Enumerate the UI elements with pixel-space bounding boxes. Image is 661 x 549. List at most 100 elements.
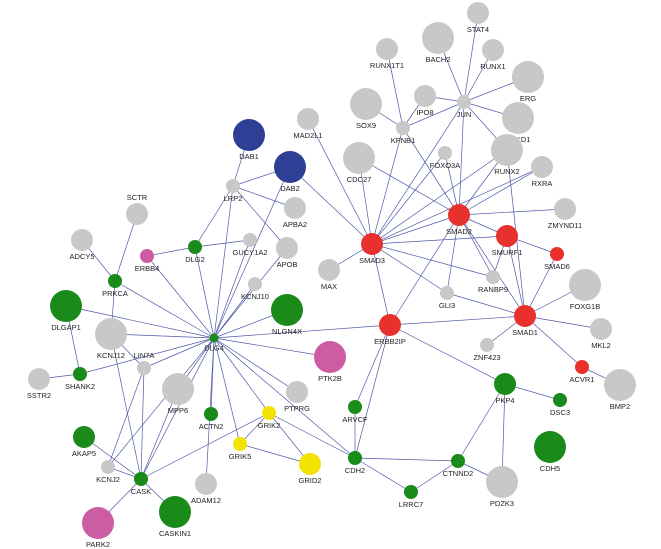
node-label-lrp2: LRP2 [224,194,243,203]
node-smad1: SMAD1 [512,305,538,337]
edge-ctnnd2-cdh2 [354,457,459,462]
node-label-runx1: RUNX1 [480,62,505,71]
node-rxra: RXRA [531,156,553,188]
node-circle-akap5 [73,426,95,448]
node-stat4: STAT4 [467,2,489,34]
node-circle-gli3 [440,286,454,300]
node-label-zmynd11: ZMYND11 [548,221,582,230]
node-circle-dab2 [274,151,306,183]
node-cdh5: CDH5 [534,431,566,473]
node-circle-dlg4 [209,333,219,343]
node-label-actn2: ACTN2 [199,422,224,431]
node-label-prkca: PRKCA [102,289,128,298]
node-label-acvr1: ACVR1 [569,375,594,384]
node-erg: ERG [512,61,544,103]
node-label-grid2: GRID2 [299,476,322,485]
edge-dlg4-dab2 [213,166,291,339]
node-circle-jun [457,95,471,109]
node-dlg2: DLG2 [185,240,205,264]
node-circle-cdh5 [534,431,566,463]
node-label-gli3: GLI3 [439,301,455,310]
edge-erbb2ip-arvcf [354,324,391,408]
edge-erbb2ip-pkp4 [389,324,506,385]
node-label-smad1: SMAD1 [512,328,538,337]
node-label-ctnnd2: CTNND2 [443,469,473,478]
node-label-pkp4: PKP4 [495,396,514,405]
node-adcy5: ADCY5 [69,229,95,261]
edge-dlg4-gucy1a2 [213,239,251,339]
node-pkp4: PKP4 [494,373,516,405]
edge-ctnnd2-lrrc7 [410,460,459,493]
node-sstr2: SSTR2 [27,368,51,400]
node-label-erbb4: ERBB4 [135,264,160,273]
node-circle-arvcf [348,400,362,414]
node-circle-ptprg [286,381,308,403]
node-label-ptprg: PTPRG [284,404,310,413]
node-dab2: DAB2 [274,151,306,193]
edge-dlg4-prkca [114,280,215,339]
node-circle-ranbp9 [486,270,500,284]
edge-jun-smad3 [371,101,465,245]
node-label-lin7a: LIN7A [134,351,155,360]
node-circle-dlgap1 [50,290,82,322]
edge-smad2-gli3 [446,214,460,294]
node-label-grik5: GRIK5 [229,452,252,461]
node-label-park2: PARK2 [86,540,110,549]
node-label-cdh2: CDH2 [345,466,365,475]
node-circle-sctr [126,203,148,225]
node-akap5: AKAP5 [72,426,96,458]
edge-smurf1-smad1 [506,235,526,317]
node-label-mad2l1: MAD2L1 [293,131,322,140]
node-runx1: RUNX1 [480,39,506,71]
node-grik5: GRIK5 [229,437,252,461]
node-circle-foxg1b [569,269,601,301]
edge-smad3-gli3 [371,243,448,294]
node-foxo3a: FOXO3A [430,146,460,170]
node-sctr: SCTR [126,193,148,225]
node-acvr1: ACVR1 [569,360,595,384]
node-label-sstr2: SSTR2 [27,391,51,400]
node-mkl2: MKL2 [590,318,612,350]
node-smad2: SMAD2 [446,204,472,236]
edge-dlg4-dlgap1 [65,305,215,339]
node-circle-lin7a [137,361,151,375]
node-circle-kcnj2 [101,460,115,474]
edge-jun-stat4 [463,12,479,103]
node-circle-runx2 [491,134,523,166]
node-circle-stat4 [467,2,489,24]
node-erbb2ip: ERBB2IP [374,314,406,346]
node-circle-dsc3 [553,393,567,407]
node-cdh2: CDH2 [345,451,365,475]
edge-dlg4-dlg2 [194,246,215,339]
node-grik2: GRIK2 [258,406,280,430]
node-dsc3: DSC3 [550,393,570,417]
node-circle-pkp4 [494,373,516,395]
node-label-dlg2: DLG2 [185,255,205,264]
edge-smad3-smad2 [371,214,460,245]
node-circle-caskin1 [159,496,191,528]
edge-smad3-ranbp9 [371,243,494,278]
node-circle-pdzk3 [486,466,518,498]
node-circle-actn2 [204,407,218,421]
node-kcnj10: KCNJ10 [241,277,269,301]
node-smad6: SMAD6 [544,247,570,271]
node-circle-park2 [82,507,114,539]
node-label-erbb2ip: ERBB2IP [374,337,406,346]
node-bach2: BACH2 [422,22,454,64]
node-label-cdh5: CDH5 [540,464,560,473]
node-label-ipo8: IPO8 [416,108,433,117]
node-cask: CASK [131,472,151,496]
node-label-smad3: SMAD3 [359,256,385,265]
edge-smad2-erbb2ip [389,214,460,326]
edge-dlg2-gucy1a2 [194,239,251,248]
node-circle-smad2 [448,204,470,226]
node-label-rxra: RXRA [532,179,553,188]
node-label-kpnb1: KPNB1 [391,136,416,145]
node-circle-dlg2 [188,240,202,254]
edge-smad1-mkl2 [524,315,602,330]
node-circle-foxo3a [438,146,452,160]
node-circle-adcy5 [71,229,93,251]
node-label-ptk2b: PTK2B [318,374,342,383]
node-circle-adam12 [195,473,217,495]
